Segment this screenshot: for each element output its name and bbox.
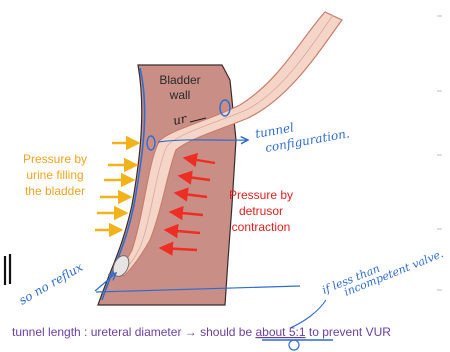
detrusor-pressure-label-line2: detrusor	[239, 204, 283, 218]
no-reflux-annotation: so no reflux	[17, 260, 86, 308]
incompetent-valve-pointer	[290, 300, 326, 328]
urine-pressure-label-line3: the bladder	[25, 184, 85, 198]
urine-pressure-label-line1: Pressure by	[23, 152, 87, 166]
detrusor-pressure-label-line3: contraction	[232, 220, 291, 234]
caption-suffix: to prevent VUR	[309, 325, 391, 339]
bladder-wall-label-line1: Bladder	[159, 73, 200, 87]
caption-prefix: tunnel length : ureteral diameter → shou…	[12, 325, 255, 339]
footer-caption: tunnel length : ureteral diameter → shou…	[12, 325, 391, 339]
bladder-wall-label-line2: wall	[169, 88, 191, 102]
caption-underlined: about 5:1	[255, 325, 305, 339]
urine-pressure-label-line2: urine filling	[26, 168, 83, 182]
margin-marks	[5, 254, 10, 285]
caption-circle-mark	[289, 340, 299, 350]
detrusor-pressure-label-line1: Pressure by	[229, 188, 293, 202]
